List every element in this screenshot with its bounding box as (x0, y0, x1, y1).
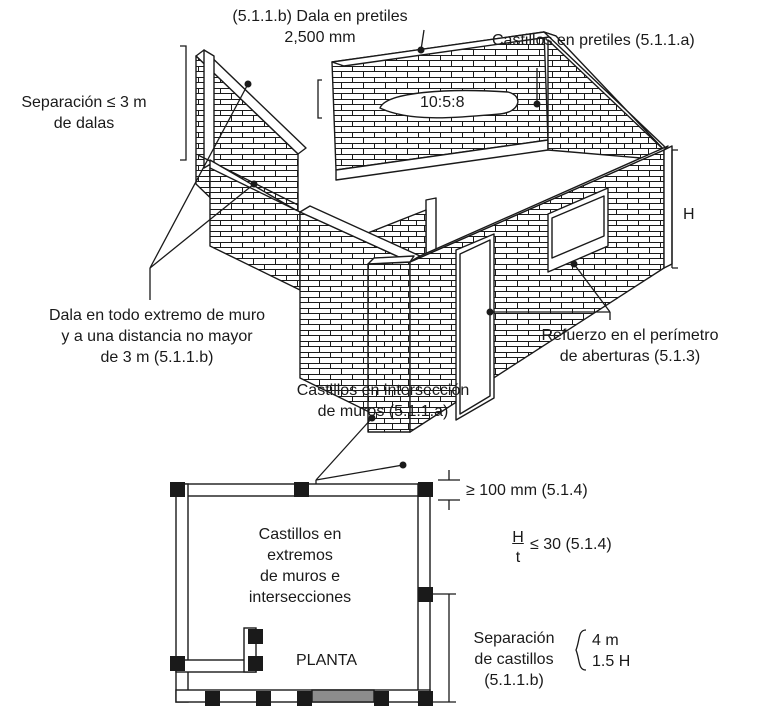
building-3d (195, 31, 673, 433)
roof-ledge (379, 89, 519, 119)
door-opening (455, 233, 495, 421)
label-planta: PLANTA (296, 652, 358, 669)
label-castillos-extremos: Castillos en extremos de muros e interse… (248, 526, 352, 606)
ratio-denominator: t (515, 549, 521, 566)
label-thickness-note: ≥ 100 mm (5.1.4) (466, 482, 588, 499)
plan-castillos (170, 482, 433, 706)
dimension-markers (180, 45, 678, 269)
label-castillos-interseccion: Castillos en intersección de muros (5.1.… (296, 382, 470, 420)
label-dala-pretiles: (5.1.1.b) Dala en pretiles 2,500 mm (232, 8, 408, 46)
ratio-numerator: H (512, 529, 524, 546)
ratio-fraction: H t (508, 528, 528, 568)
label-ratio-limit: ≤ 30 (5.1.4) (530, 536, 612, 553)
plan-door-opening (311, 689, 375, 703)
label-separacion-castillos: Separación de castillos (5.1.1.b) (473, 630, 555, 689)
label-castillos-pretiles: Castillos en pretiles (5.1.1.a) (492, 32, 695, 49)
label-separacion-dalas: Separación ≤ 3 m de dalas (21, 94, 147, 132)
thickness-marker (438, 470, 460, 510)
window-opening (547, 187, 609, 273)
label-dala-extremo: Dala en todo extremo de muro y a una dis… (48, 307, 266, 366)
leader-lines (149, 29, 611, 496)
left-parapet-wall (195, 49, 307, 291)
floor-plan (170, 470, 587, 706)
right-inner-wall (543, 31, 669, 161)
label-slope-ratio: 10:5:8 (420, 94, 465, 111)
separation-dim (432, 593, 587, 703)
label-refuerzo-aberturas: Refuerzo en el perímetro de aberturas (5… (541, 327, 719, 365)
label-separacion-values: 4 m 1.5 H (592, 632, 631, 670)
leader-dots (244, 46, 578, 469)
label-h-dimension: H (683, 206, 695, 223)
